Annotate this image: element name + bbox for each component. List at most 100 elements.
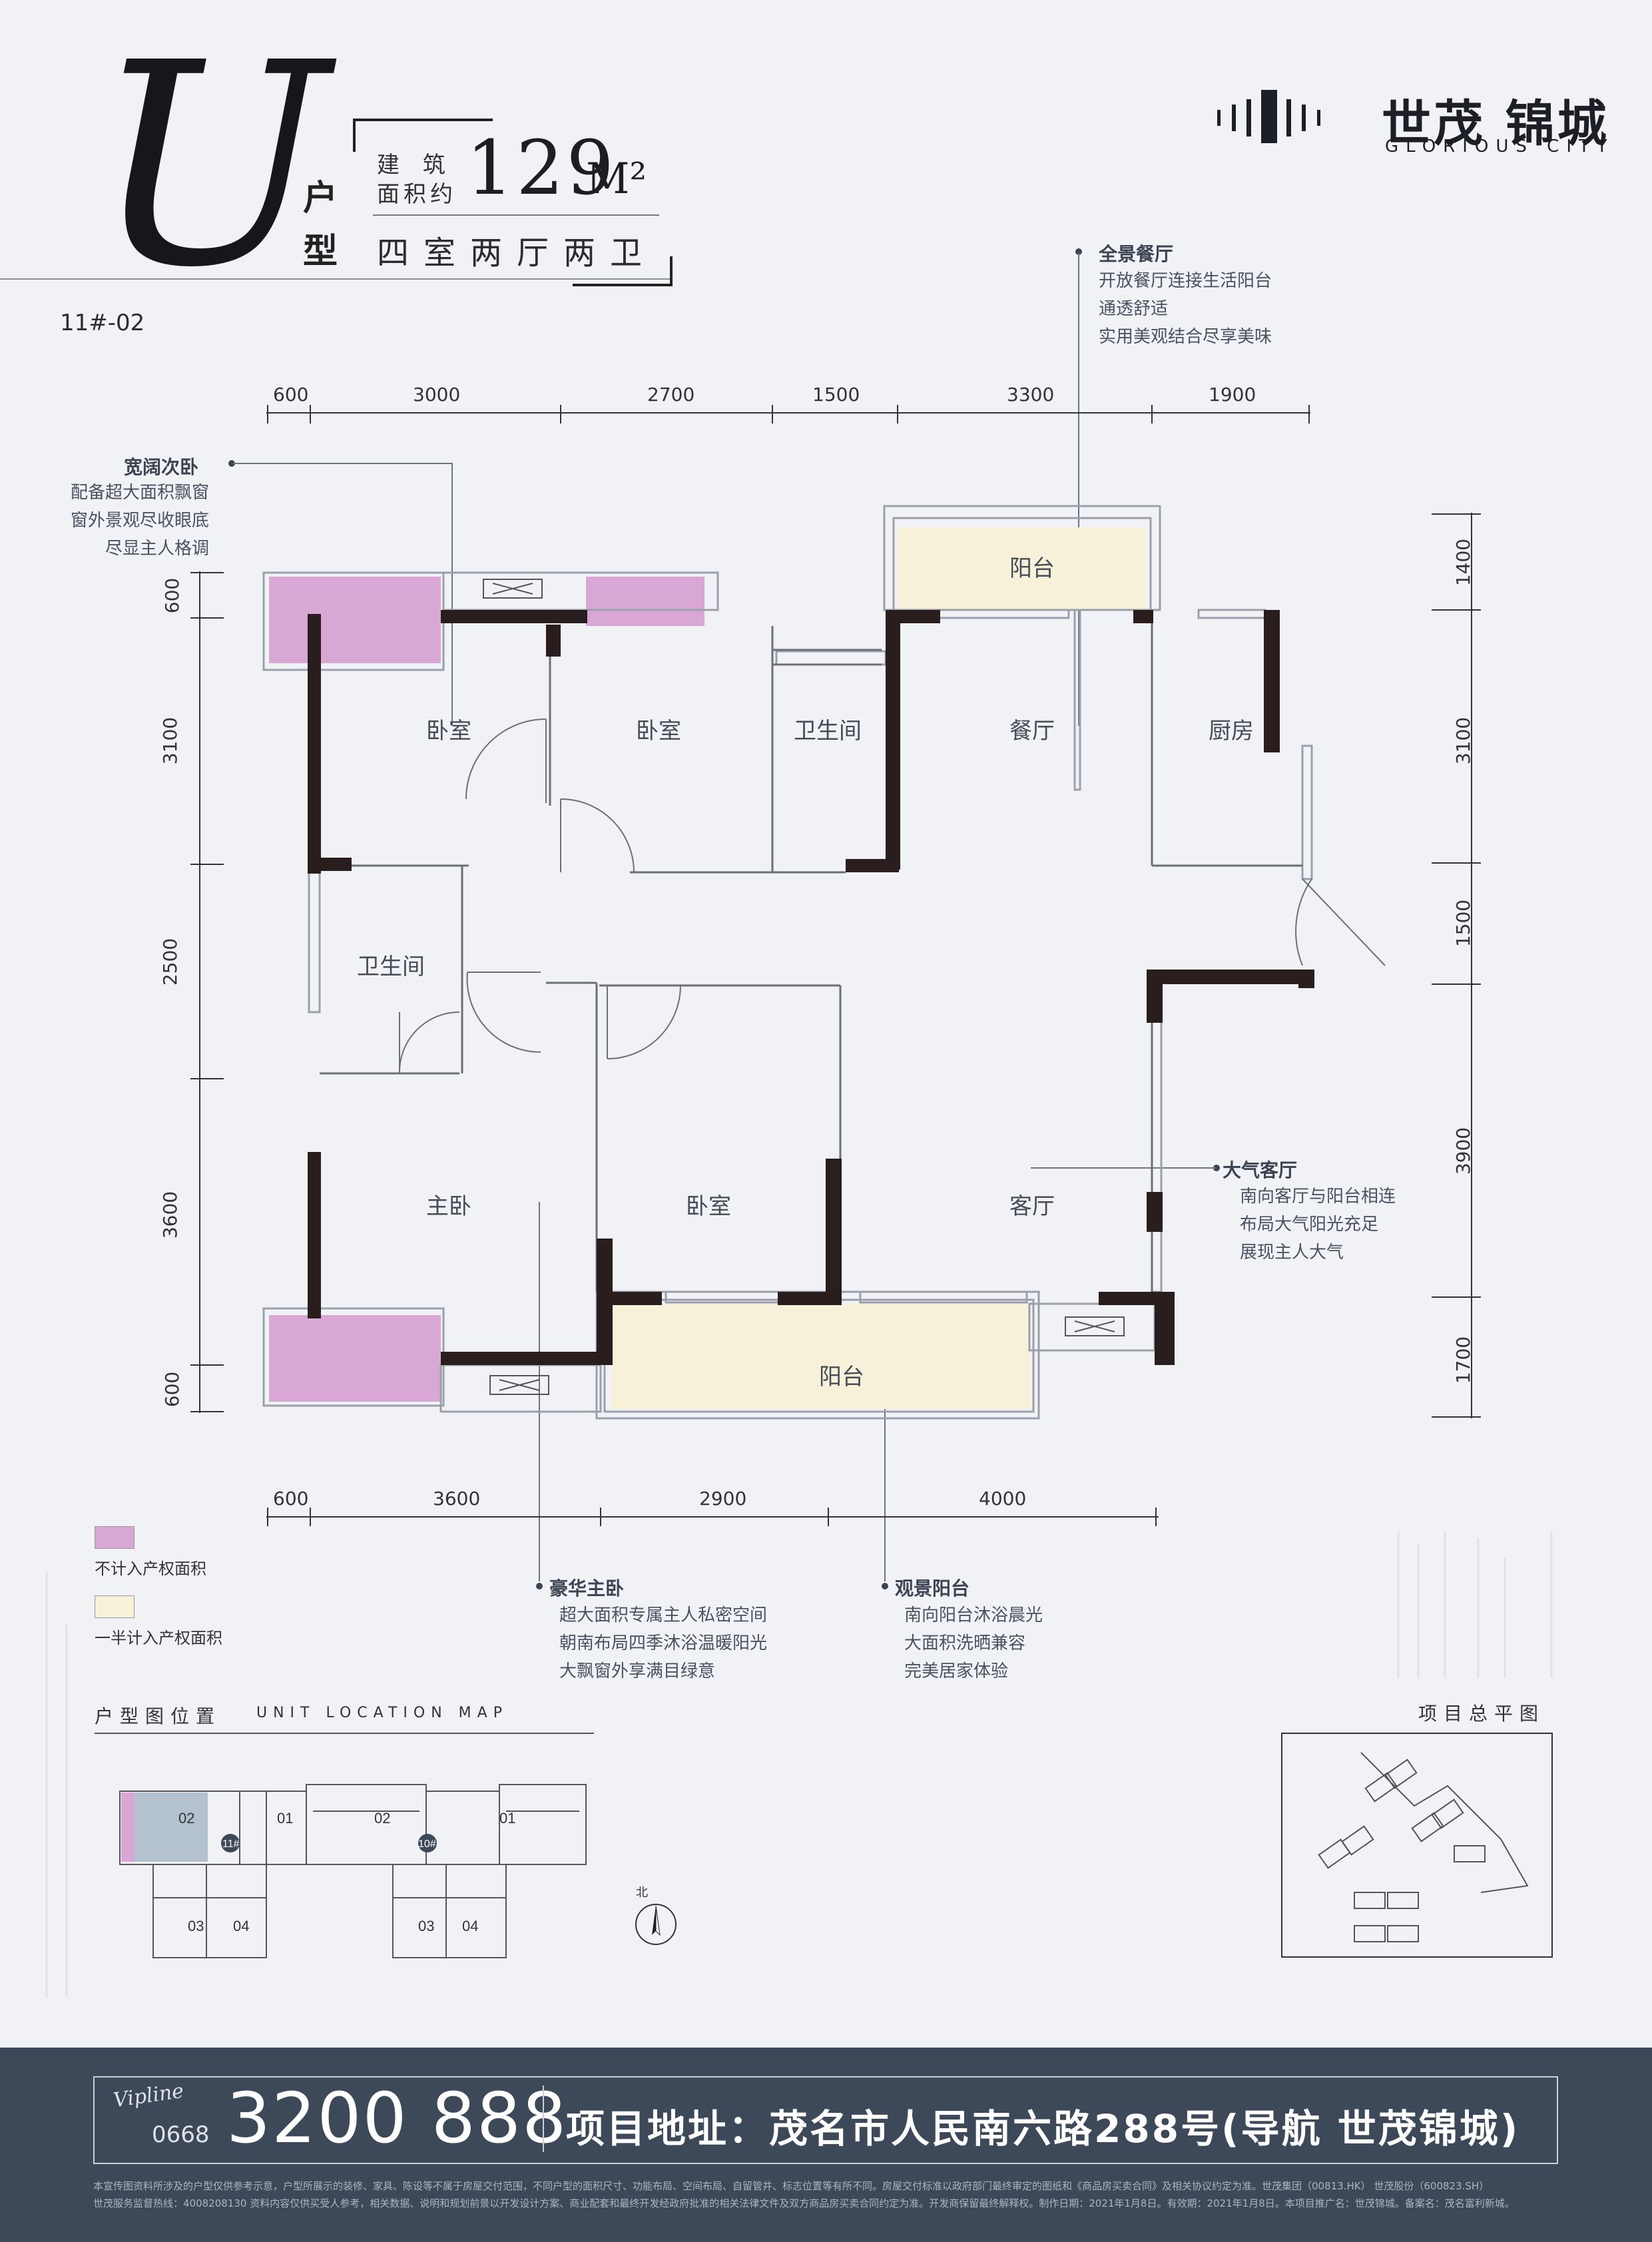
footer-separator — [543, 2086, 544, 2152]
area-frame-top — [353, 119, 493, 121]
area-frame-right — [670, 256, 673, 286]
location-map-title-en: UNIT LOCATION MAP — [256, 1705, 508, 1721]
room-balcony-top: 阳台 — [1009, 555, 1055, 582]
callout-leader-bedroom2 — [233, 463, 453, 464]
callout-leader-balcony — [884, 1373, 886, 1581]
contact-box — [93, 2076, 1558, 2164]
callout-master-line: 大飘窗外享满目绿意 — [559, 1661, 716, 1681]
callout-living-line: 展现主人大气 — [1240, 1243, 1344, 1262]
callout-bedroom2-title: 宽阔次卧 — [124, 456, 199, 478]
dim-top: 3000 — [413, 384, 461, 406]
callout-balcony-title: 观景阳台 — [895, 1577, 970, 1599]
dim-top: 1500 — [812, 384, 860, 406]
room-bathroom-2: 卫生间 — [357, 954, 425, 980]
area-frame-bottom — [573, 284, 673, 286]
project-address: 项目地址：茂名市人民南六路288号(导航 世茂锦城) — [566, 2106, 1520, 2151]
header-rule — [0, 278, 673, 280]
unit-code: 11#-02 — [60, 310, 145, 336]
dim-bottom: 4000 — [979, 1488, 1027, 1510]
phone-number[interactable]: 3200 888 — [226, 2078, 568, 2159]
dim-bottom: 2900 — [699, 1488, 747, 1510]
unit-type-letter: U — [93, 3, 329, 329]
room-living: 客厅 — [1009, 1193, 1055, 1220]
callout-dining-line: 开放餐厅连接生活阳台 — [1099, 271, 1272, 291]
phone-area-code: 0668 — [152, 2121, 210, 2148]
map-label: 02 — [178, 1810, 194, 1826]
dim-top: 3300 — [1007, 384, 1055, 406]
callout-dining-title: 全景餐厅 — [1099, 243, 1174, 265]
callout-dot — [1213, 1165, 1220, 1171]
callout-dot — [882, 1583, 888, 1589]
dimension-lines — [190, 405, 1481, 1526]
dim-top: 2700 — [647, 384, 695, 406]
callout-dot — [536, 1583, 543, 1589]
map-label: 01 — [499, 1810, 515, 1826]
room-bedroom-b: 卧室 — [636, 718, 681, 744]
callout-leader-bedroom2 — [451, 463, 453, 726]
callout-balcony-line: 南向阳台沐浴晨光 — [904, 1605, 1043, 1625]
site-plan-diagram — [1281, 1733, 1553, 1958]
area-divider — [373, 214, 659, 216]
callout-master-line: 朝南布局四季沐浴温暖阳光 — [559, 1633, 768, 1653]
callout-balcony-line: 大面积洗晒兼容 — [904, 1633, 1026, 1653]
map-label: 02 — [374, 1810, 390, 1826]
room-bedroom-a: 卧室 — [426, 718, 471, 744]
legend-swatch-excluded — [95, 1526, 135, 1549]
disclaimer-line-1: 本宣传图资料所涉及的户型仅供参考示意，户型所展示的装修、家具、陈设等不属于房屋交… — [93, 2180, 1490, 2192]
map-label: 04 — [233, 1918, 249, 1934]
brand-name-en: GLORIOUS CITY — [1385, 137, 1615, 156]
north-label: 北 — [636, 1886, 648, 1900]
callout-dining-line: 实用美观结合尽享美味 — [1099, 327, 1272, 347]
dim-top: 600 — [273, 384, 309, 406]
callout-bedroom2-line: 配备超大面积飘窗 — [71, 483, 210, 503]
callout-living-line: 布局大气阳光充足 — [1240, 1215, 1379, 1235]
brand-logo-icon — [1217, 90, 1350, 143]
callout-leader-dining — [1078, 253, 1079, 726]
area-value: 129 — [466, 125, 617, 212]
map-building-label: 11# — [222, 1838, 240, 1850]
dim-top: 1900 — [1209, 384, 1256, 406]
decorative-lines — [45, 1532, 1553, 1998]
callout-dot — [1075, 248, 1082, 255]
unit-suffix-hu: 户 — [303, 178, 338, 218]
legend-excluded-label: 不计入产权面积 — [95, 1559, 206, 1578]
room-kitchen: 厨房 — [1209, 718, 1254, 744]
map-label: 01 — [277, 1810, 293, 1826]
map-label: 03 — [418, 1918, 434, 1934]
legend-swatch-half — [95, 1595, 135, 1618]
room-bedroom-c: 卧室 — [686, 1193, 731, 1220]
area-frame-left — [353, 119, 356, 152]
location-map-rule — [95, 1733, 594, 1734]
map-building-label: 10# — [418, 1838, 436, 1850]
room-dining: 餐厅 — [1009, 718, 1055, 744]
room-bathroom-1: 卫生间 — [794, 718, 862, 744]
disclaimer-line-2: 世茂服务监督热线：4008208130 资料内容仅供买受人参考，相关数据、说明和… — [93, 2197, 1515, 2209]
callout-bedroom2-line: 尽显主人格调 — [105, 539, 210, 559]
callout-master-title: 豪华主卧 — [549, 1577, 625, 1599]
dim-bottom: 600 — [273, 1488, 309, 1510]
callout-dot — [228, 460, 235, 467]
room-master-bedroom: 主卧 — [426, 1193, 471, 1220]
legend-half-label: 一半计入产权面积 — [95, 1629, 222, 1647]
area-label-1: 建 筑 — [377, 152, 453, 178]
north-arrow-icon — [635, 1904, 677, 1945]
location-map-title-cn: 户型图位置 — [95, 1705, 222, 1727]
area-unit: M² — [586, 154, 647, 204]
callout-bedroom2-line: 窗外景观尽收眼底 — [71, 511, 210, 531]
floor-plan — [262, 505, 1386, 1420]
dim-bottom: 3600 — [433, 1488, 481, 1510]
callout-leader-master — [539, 1202, 540, 1581]
area-label-2: 面积约 — [377, 181, 457, 208]
room-balcony-bottom: 阳台 — [819, 1364, 864, 1390]
callout-living-title: 大气客厅 — [1223, 1159, 1298, 1181]
callout-living-line: 南向客厅与阳台相连 — [1240, 1187, 1396, 1207]
map-label: 04 — [462, 1918, 478, 1934]
brand-name-cn: 世茂 锦城 — [1382, 95, 1609, 152]
room-configuration: 四室两厅两卫 — [377, 234, 657, 272]
callout-leader-living — [1031, 1167, 1216, 1169]
callout-dining-line: 通透舒适 — [1099, 299, 1169, 319]
location-map-diagram: 02 01 02 01 03 04 03 04 11# 10# — [119, 1784, 587, 1958]
footer-bar — [0, 2048, 1652, 2242]
callout-balcony-line: 完美居家体验 — [904, 1661, 1009, 1681]
site-plan-title: 项目总平图 — [1418, 1703, 1545, 1725]
